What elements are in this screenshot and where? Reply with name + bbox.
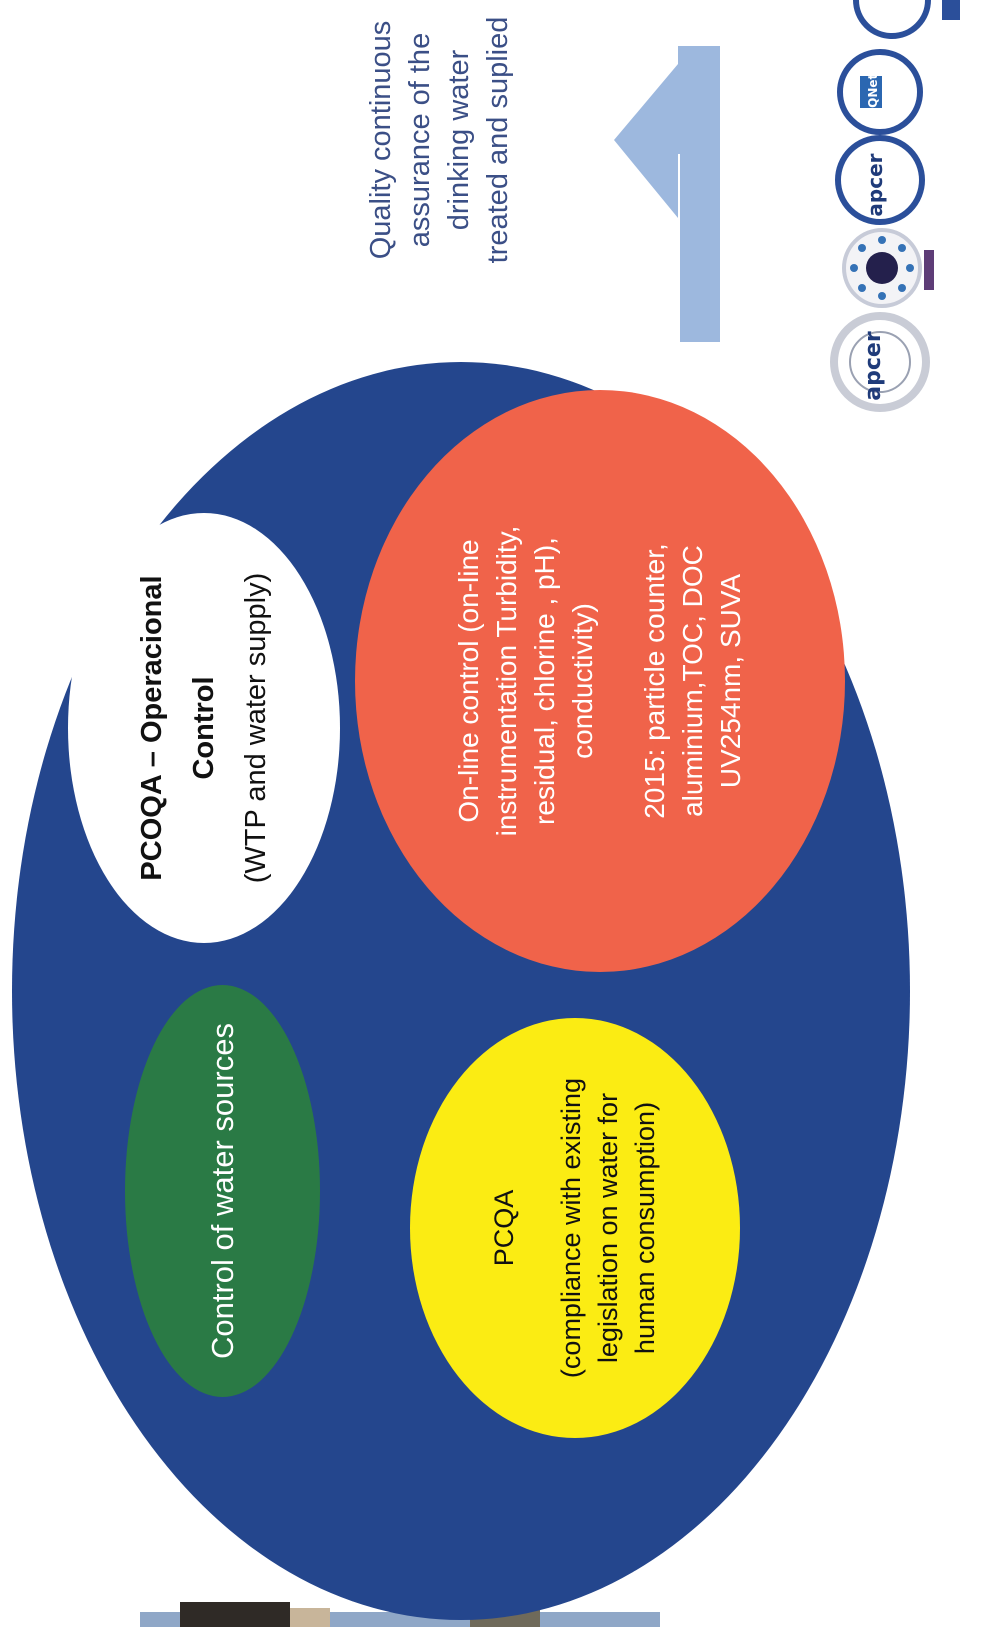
callout-line: assurance of the: [404, 32, 436, 248]
pcqa-line: human consumption): [630, 1101, 660, 1355]
operational-control-subtitle: (WTP and water supply): [240, 572, 272, 884]
online-control-line: conductivity): [567, 603, 598, 759]
water-sources-bubble: Control of water sources: [125, 985, 320, 1397]
logo-graphics: apcer apcer IQNet: [830, 0, 960, 412]
photo-strip: [140, 1602, 660, 1627]
water-sources-label: Control of water sources: [204, 1023, 240, 1359]
callout-line: treated and suplied: [482, 16, 514, 264]
online-control-bubble: On-line control (on-line instrumentation…: [355, 390, 845, 972]
online-2015-line: UV254nm, SUVA: [715, 573, 746, 789]
certification-logos: apcer apcer IQNet: [830, 0, 960, 420]
certification-medallion-icon: [842, 228, 934, 308]
online-control-line: On-line control (on-line: [453, 539, 484, 823]
operational-control-bubble: PCOQA – Operacional Control (WTP and wat…: [68, 513, 340, 943]
apcer-iqnet-seal-icon: apcer IQNet: [835, 49, 925, 225]
online-control-line: instrumentation Turbidity,: [491, 525, 522, 837]
online-control-line: residual, chlorine , pH),: [529, 537, 560, 825]
callout-line: Quality continuous: [365, 20, 397, 260]
operational-control-title: PCOQA – Operacional Control: [136, 575, 220, 881]
apcer-seal-icon: apcer: [830, 312, 930, 412]
pcqa-title: PCQA: [489, 1189, 519, 1267]
callout-line: drinking water: [443, 49, 475, 231]
pcqa-line: (compliance with existing: [556, 1077, 586, 1379]
svg-text:apcer: apcer: [863, 153, 887, 216]
svg-text:apcer: apcer: [861, 331, 886, 401]
pcqa-line: legislation on water for: [593, 1092, 623, 1364]
pcqa-bubble: PCQA (compliance with existing legislati…: [410, 1018, 740, 1438]
bent-arrow-icon: [614, 46, 720, 342]
online-2015-line: aluminium,TOC, DOC: [677, 545, 708, 817]
online-2015-line: 2015: particle counter,: [639, 543, 670, 819]
quality-assurance-callout: Quality continuous assurance of the drin…: [345, 10, 535, 270]
svg-text:IQNet: IQNet: [866, 73, 880, 112]
accreditation-seal-icon: [853, 0, 960, 39]
